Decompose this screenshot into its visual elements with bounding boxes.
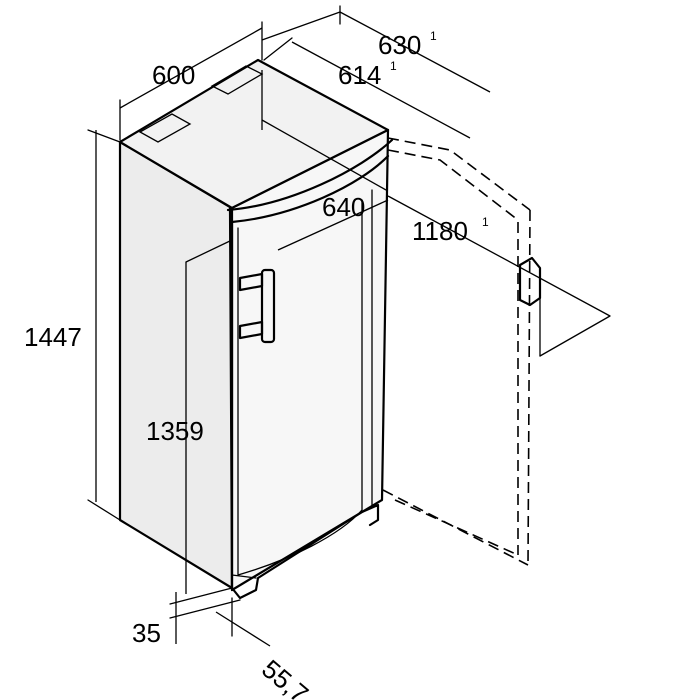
plinth-line <box>231 574 257 579</box>
door-top-curve-lower <box>230 154 390 224</box>
dim-door-swing-label: 1180 <box>412 216 468 246</box>
dimension-labels: 600 630 1 614 1 640 1180 1 1447 1359 35 … <box>24 29 489 700</box>
dim-door-swing-note: 1 <box>482 215 489 229</box>
dimension-lines <box>87 5 611 647</box>
dim-depth-outer-note: 1 <box>430 29 437 43</box>
dim-height-door-label: 1359 <box>146 416 204 446</box>
dim-height-total-label: 1447 <box>24 322 82 352</box>
cabinet-plinth <box>230 503 380 600</box>
dim-foot-depth-label: 55,7 <box>256 654 314 700</box>
fridge-cabinet <box>118 58 394 600</box>
dim-width-label: 600 <box>152 60 195 90</box>
door-top-curve <box>226 138 394 212</box>
cabinet-side-panel <box>118 140 234 590</box>
dim-depth-outer-label: 630 <box>378 30 421 60</box>
top-recess-left <box>138 113 192 143</box>
open-door-outline <box>382 137 542 566</box>
dim-depth-inner-label: 614 <box>338 60 381 90</box>
dim-depth-inner-note: 1 <box>390 59 397 73</box>
dim-depth-door-label: 640 <box>322 192 365 222</box>
dim-foot-height-label: 35 <box>132 618 161 648</box>
door-handle <box>238 268 276 344</box>
